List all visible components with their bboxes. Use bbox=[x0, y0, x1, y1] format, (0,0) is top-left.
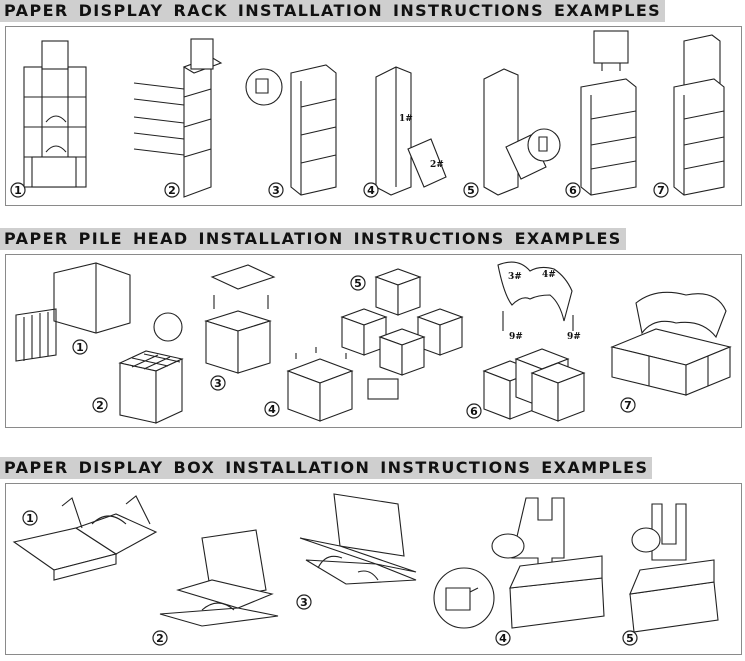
section-title-display-box: PAPER DISPLAY BOX INSTALLATION INSTRUCTI… bbox=[0, 457, 653, 479]
svg-text:1: 1 bbox=[26, 512, 34, 525]
svg-text:4: 4 bbox=[499, 632, 507, 645]
svg-text:2: 2 bbox=[96, 399, 104, 412]
rack-step-2-badge: 2 bbox=[164, 182, 180, 198]
svg-text:4: 4 bbox=[268, 403, 276, 416]
box-step2-illustration bbox=[159, 529, 279, 627]
pile-step3-illustration bbox=[204, 264, 276, 374]
part-label-9b: 9# bbox=[567, 332, 581, 342]
rack-step2-illustration bbox=[133, 38, 223, 198]
pile-step-2-badge: 2 bbox=[92, 397, 108, 413]
pile-head-steps-panel: 1 2 3 4 bbox=[5, 254, 742, 428]
svg-text:3: 3 bbox=[300, 596, 308, 609]
section-title-display-rack: PAPER DISPLAY RACK INSTALLATION INSTRUCT… bbox=[0, 0, 666, 22]
pile-step4-illustration bbox=[286, 347, 399, 422]
pile-step5-illustration bbox=[340, 268, 464, 376]
display-rack-steps-panel: 1 2 3 1# 2# 4 bbox=[5, 26, 742, 206]
svg-text:5: 5 bbox=[467, 184, 475, 197]
rack-step-7-badge: 7 bbox=[653, 182, 669, 198]
section-title-pile-head: PAPER PILE HEAD INSTALLATION INSTRUCTION… bbox=[0, 228, 626, 250]
box-step1-illustration bbox=[12, 495, 158, 581]
svg-text:6: 6 bbox=[470, 405, 478, 418]
part-label-1: 1# bbox=[399, 114, 413, 124]
svg-text:5: 5 bbox=[626, 632, 634, 645]
pile-step7-illustration bbox=[610, 291, 732, 396]
pile-step-6-badge: 6 bbox=[466, 403, 482, 419]
display-box-steps-panel: 1 2 3 4 bbox=[5, 483, 742, 655]
part-label-4: 4# bbox=[542, 270, 556, 280]
box-step-4-badge: 4 bbox=[495, 630, 511, 646]
svg-text:7: 7 bbox=[624, 399, 632, 412]
rack-step-1-badge: 1 bbox=[10, 182, 26, 198]
part-label-2: 2# bbox=[430, 160, 444, 170]
svg-text:1: 1 bbox=[14, 184, 22, 197]
display-box-diagram: 1 2 3 4 bbox=[12, 493, 719, 646]
box-step-1-badge: 1 bbox=[22, 510, 38, 526]
rack-step3-illustration bbox=[245, 64, 337, 196]
part-label-9a: 9# bbox=[509, 332, 523, 342]
box-step5-illustration bbox=[629, 503, 719, 633]
box-step-2-badge: 2 bbox=[152, 630, 168, 646]
rack-step-6-badge: 6 bbox=[565, 182, 581, 198]
box-step4-illustration bbox=[433, 497, 605, 629]
rack-step-4-badge: 4 bbox=[363, 182, 379, 198]
pile-step-5-badge: 5 bbox=[350, 275, 366, 291]
box-step-5-badge: 5 bbox=[622, 630, 638, 646]
rack-step-3-badge: 3 bbox=[268, 182, 284, 198]
svg-text:1: 1 bbox=[76, 341, 84, 354]
pile-head-diagram: 1 2 3 4 bbox=[15, 261, 732, 424]
pile-step2-illustration bbox=[118, 312, 184, 424]
svg-text:4: 4 bbox=[367, 184, 375, 197]
pile-step-4-badge: 4 bbox=[264, 401, 280, 417]
rack-step-5-badge: 5 bbox=[463, 182, 479, 198]
box-step3-illustration bbox=[299, 493, 417, 585]
svg-text:3: 3 bbox=[272, 184, 280, 197]
pile-step-3-badge: 3 bbox=[210, 375, 226, 391]
svg-text:2: 2 bbox=[168, 184, 176, 197]
part-label-3: 3# bbox=[508, 272, 522, 282]
svg-text:2: 2 bbox=[156, 632, 164, 645]
svg-text:3: 3 bbox=[214, 377, 222, 390]
rack-step7-illustration bbox=[673, 34, 725, 196]
rack-step5-illustration bbox=[483, 68, 561, 196]
pile-step6-illustration: 3# 4# 9# 9# bbox=[482, 261, 586, 422]
box-step-3-badge: 3 bbox=[296, 594, 312, 610]
pile-step-1-badge: 1 bbox=[72, 339, 88, 355]
pile-step-7-badge: 7 bbox=[620, 397, 636, 413]
rack-step4-illustration: 1# 2# bbox=[375, 66, 447, 196]
svg-text:5: 5 bbox=[354, 277, 362, 290]
svg-text:6: 6 bbox=[569, 184, 577, 197]
pile-step1-illustration bbox=[15, 262, 131, 362]
rack-step1-illustration bbox=[23, 40, 87, 188]
rack-step6-illustration bbox=[580, 30, 637, 196]
display-rack-diagram: 1 2 3 1# 2# 4 bbox=[10, 30, 725, 198]
svg-text:7: 7 bbox=[657, 184, 665, 197]
